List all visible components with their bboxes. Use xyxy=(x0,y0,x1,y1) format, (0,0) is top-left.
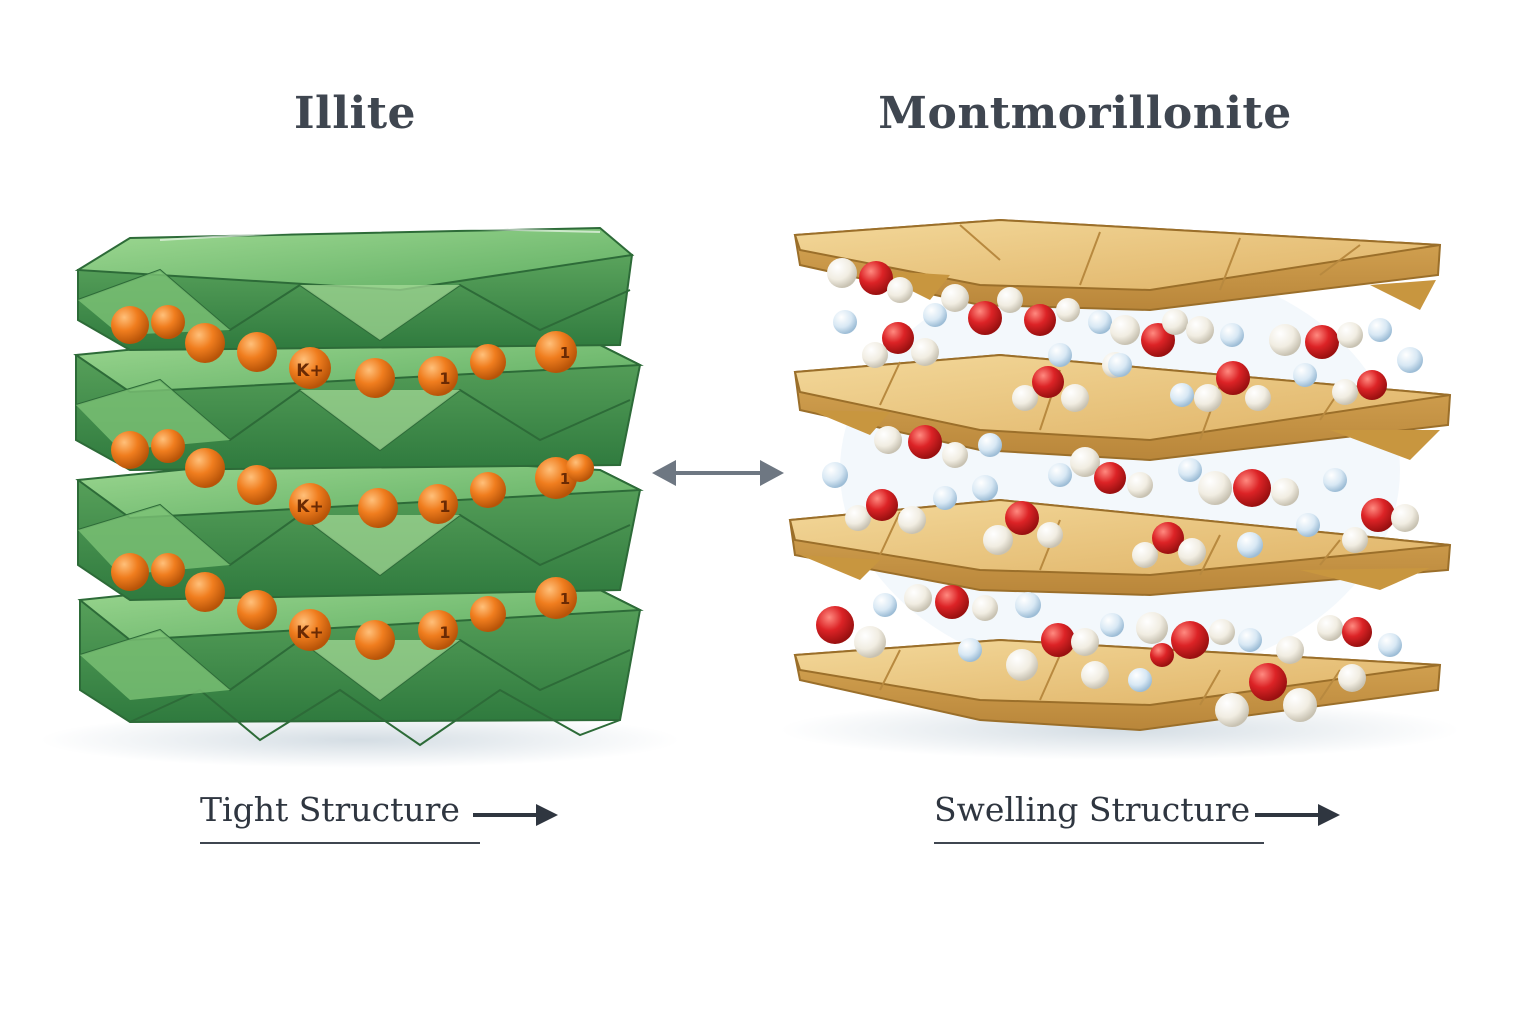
double-arrow-icon xyxy=(652,460,784,486)
montmorillonite-title: Montmorillonite xyxy=(878,88,1292,139)
illite-stack: K+ K+ K+ 1 1 1 1 1 1 xyxy=(40,226,680,768)
caption-underline xyxy=(200,842,480,844)
montmorillonite-sheet xyxy=(788,498,1452,597)
right-arrow-icon xyxy=(1255,804,1340,826)
ion-alt-label: 1 xyxy=(560,590,570,608)
illite-sheet xyxy=(74,226,635,352)
water-molecules xyxy=(816,258,1423,727)
montmorillonite-caption: Swelling Structure xyxy=(934,790,1251,829)
potassium-ion-row xyxy=(111,553,577,660)
potassium-ion-row xyxy=(111,429,594,528)
ion-alt-label: 1 xyxy=(439,369,450,388)
ion-alt-label: 1 xyxy=(560,344,570,362)
montmorillonite-stack xyxy=(780,218,1460,760)
illite-title: Illite xyxy=(293,88,417,139)
ion-label: K+ xyxy=(296,497,323,517)
ion-label: K+ xyxy=(296,623,323,643)
caption-underline xyxy=(934,842,1264,844)
ion-alt-label: 1 xyxy=(560,470,570,488)
ion-label: K+ xyxy=(296,361,323,381)
potassium-ion-row xyxy=(111,305,577,398)
right-arrow-icon xyxy=(473,804,558,826)
ion-alt-label: 1 xyxy=(439,623,450,642)
montmorillonite-sheet xyxy=(793,353,1452,462)
ion-alt-label: 1 xyxy=(439,497,450,516)
illite-caption: Tight Structure xyxy=(200,790,460,829)
